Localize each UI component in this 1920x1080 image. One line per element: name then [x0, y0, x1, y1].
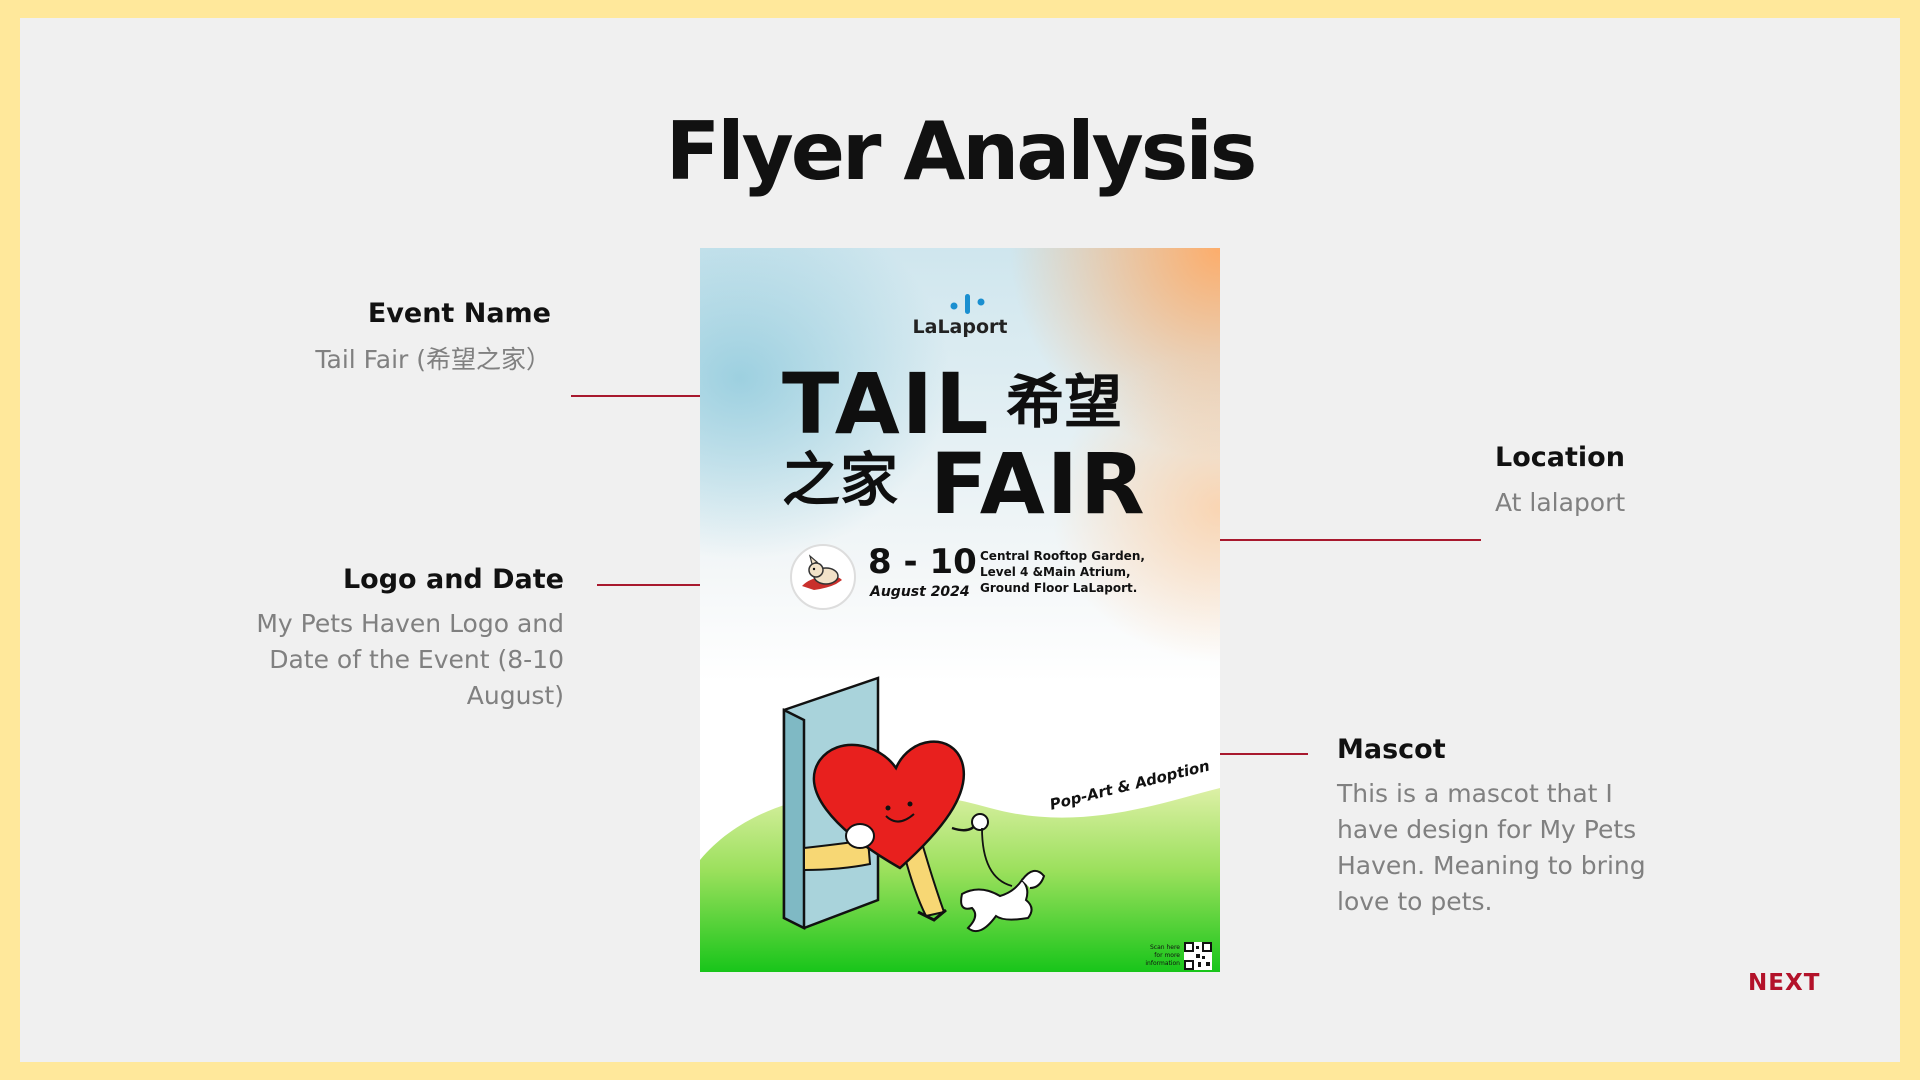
next-button[interactable]: NEXT	[1748, 970, 1821, 996]
flyer-date: 8 - 10	[868, 542, 977, 582]
venue-line-3: Ground Floor LaLaport.	[980, 581, 1138, 595]
lalaport-logo-icon	[950, 294, 985, 314]
flyer-title-tail: TAIL	[782, 355, 991, 453]
qr-caption: Scan here for more information	[1110, 944, 1180, 968]
mascot-title: Mascot	[1337, 734, 1446, 765]
logo-date-description: My Pets Haven Logo and Date of the Event…	[240, 606, 564, 714]
qr-caption-line-1: Scan here	[1149, 944, 1180, 951]
mascot-illustration	[782, 676, 1046, 932]
flyer-venue: Central Rooftop Garden, Level 4 &Main At…	[980, 548, 1150, 596]
flyer-title-cjk-1: 希望	[1006, 368, 1123, 436]
my-pets-haven-logo	[790, 544, 856, 610]
qr-caption-line-3: information	[1145, 960, 1180, 967]
mascot-line-3: Haven. Meaning to bring	[1337, 851, 1646, 880]
logo-date-line-1: My Pets Haven Logo and	[256, 609, 564, 638]
mascot-line-4: love to pets.	[1337, 887, 1493, 916]
logo-date-title: Logo and Date	[342, 564, 564, 595]
location-connector	[1156, 539, 1481, 541]
flyer-month: August 2024	[870, 584, 970, 600]
event-name-description: Tail Fair (希望之家）	[315, 345, 551, 374]
flyer-brand: LaLaport	[912, 316, 1008, 338]
mascot-description: This is a mascot that I have design for …	[1337, 776, 1646, 920]
mascot-line-2: have design for My Pets	[1337, 815, 1637, 844]
mascot-line-1: This is a mascot that I	[1337, 779, 1613, 808]
flyer-title-fair: FAIR	[930, 435, 1147, 533]
heart-mascot-icon	[812, 740, 965, 870]
dog-logo-icon	[802, 554, 842, 590]
qr-code-icon	[1184, 942, 1212, 970]
logo-date-line-3: August)	[466, 681, 564, 710]
dog-icon	[960, 869, 1046, 932]
logo-date-line-2: Date of the Event (8-10	[269, 645, 564, 674]
flyer-image: LaLaport TAIL 希望 之家 FAIR 8 - 10 August 2…	[700, 248, 1220, 972]
venue-line-1: Central Rooftop Garden,	[980, 549, 1145, 563]
flyer-title-cjk-2: 之家	[782, 446, 899, 514]
event-name-title: Event Name	[367, 298, 551, 329]
event-name-connector	[571, 395, 759, 397]
venue-line-2: Level 4 &Main Atrium,	[980, 565, 1131, 579]
location-description: At lalaport	[1495, 488, 1626, 517]
page-title: Flyer Analysis	[665, 105, 1258, 198]
qr-caption-line-2: for more	[1154, 952, 1180, 959]
location-title: Location	[1495, 442, 1625, 473]
